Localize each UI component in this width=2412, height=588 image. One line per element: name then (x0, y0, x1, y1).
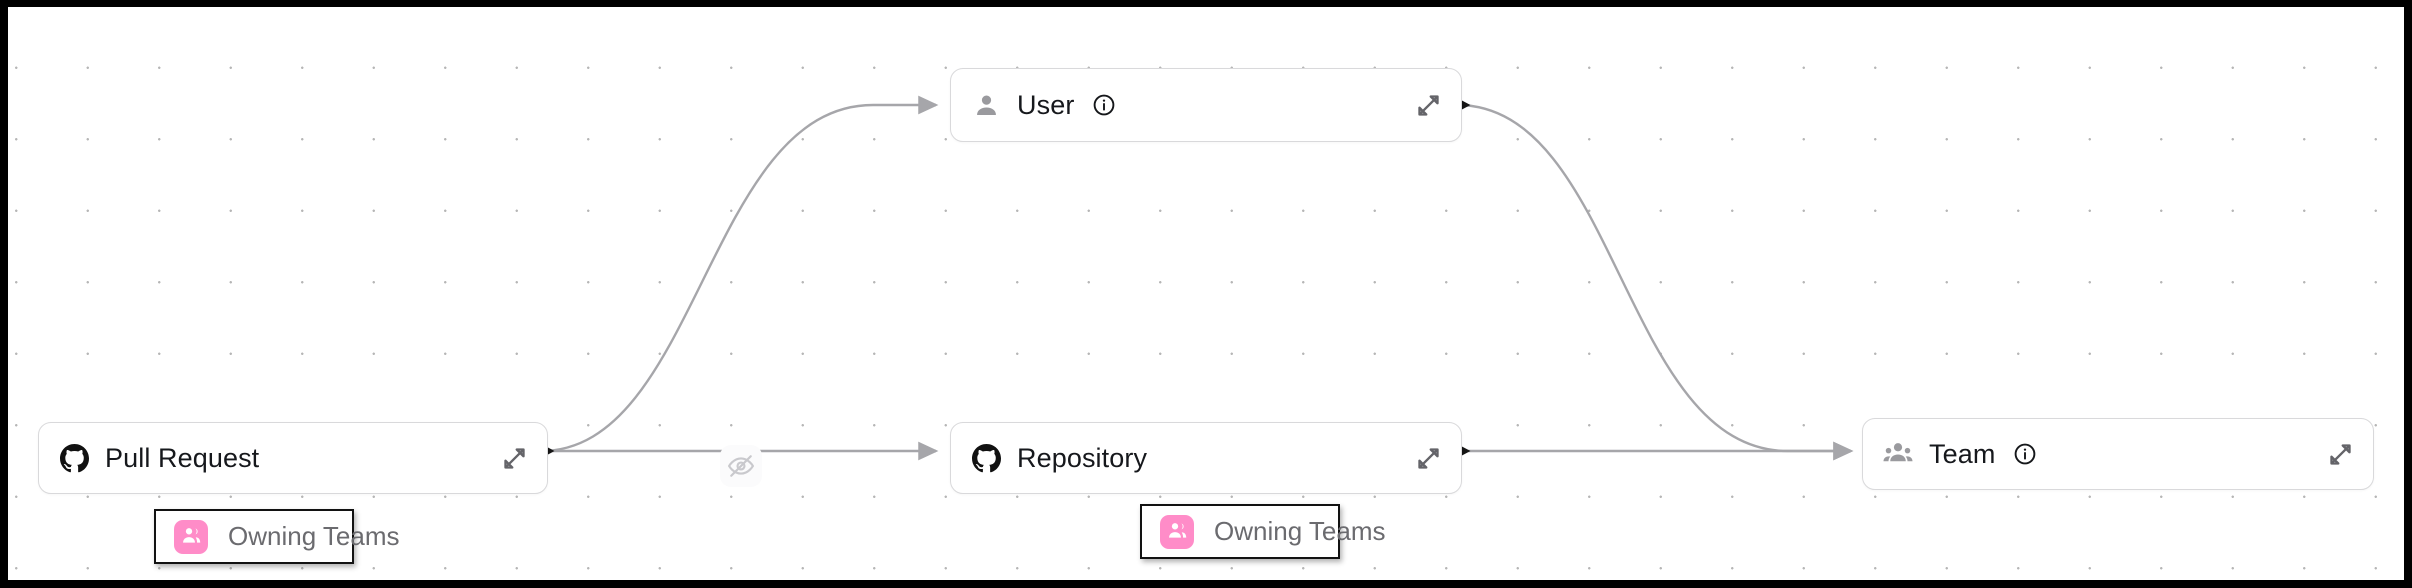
node-label: User (1017, 89, 1075, 120)
node-label: Team (1929, 438, 1996, 469)
badge-owning-teams-repository[interactable]: Owning Teams (1140, 504, 1386, 559)
people-group-icon (1883, 439, 1913, 469)
info-icon[interactable] (1091, 93, 1116, 118)
node-user[interactable]: User (950, 68, 1462, 142)
expand-icon[interactable] (1413, 90, 1443, 120)
badge-label: Owning Teams (228, 521, 400, 551)
edge-user-to-team[interactable] (1454, 96, 1854, 461)
edge-pull-request-to-user[interactable] (538, 95, 939, 460)
github-icon (59, 443, 89, 473)
node-team[interactable]: Team (1862, 418, 2374, 490)
people-group-icon (174, 519, 208, 554)
node-repository[interactable]: Repository (950, 422, 1462, 494)
info-icon[interactable] (2012, 442, 2037, 467)
person-icon (971, 90, 1001, 120)
graph-canvas[interactable]: Pull Request User (8, 7, 2404, 580)
badge-owning-teams-pull-request[interactable]: Owning Teams (154, 509, 400, 564)
badge-label: Owning Teams (1214, 516, 1386, 546)
node-label: Repository (1017, 442, 1148, 473)
node-pull-request[interactable]: Pull Request (38, 422, 548, 494)
expand-icon[interactable] (2325, 439, 2355, 469)
expand-icon[interactable] (1413, 443, 1443, 473)
expand-icon[interactable] (499, 443, 529, 473)
node-label: Pull Request (105, 442, 260, 473)
github-icon (971, 443, 1001, 473)
eye-off-icon[interactable] (720, 445, 762, 487)
people-group-icon (1160, 514, 1194, 549)
